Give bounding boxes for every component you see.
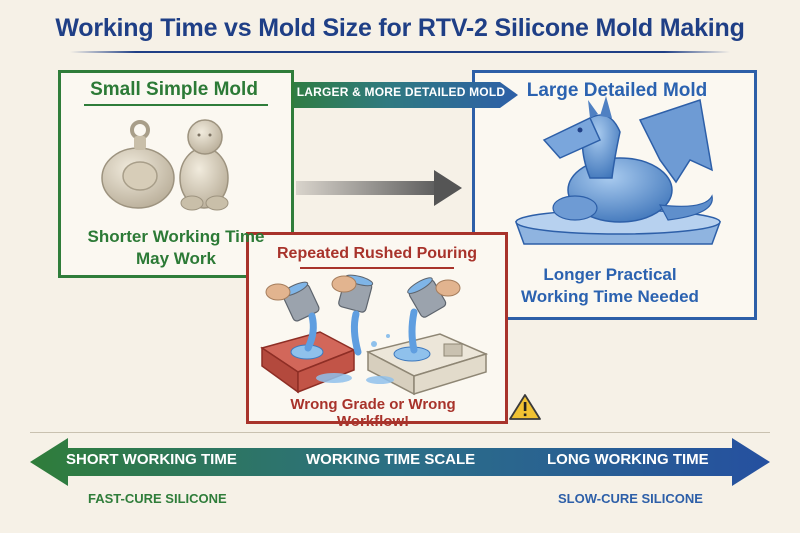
progression-label: LARGER & MORE DETAILED MOLD [296,85,506,99]
warning-triangle-icon [509,394,541,420]
gray-progression-arrow [296,170,462,206]
fast-cure-label: FAST-CURE SILICONE [88,491,227,506]
small-mold-title-underline [84,104,268,106]
scale-center-label: WORKING TIME SCALE [306,451,476,468]
rushed-pouring-panel [246,232,508,424]
large-mold-title: Large Detailed Mold [526,80,708,101]
scale-divider [30,432,770,433]
small-mold-caption: Shorter Working Time May Work [64,226,288,270]
clay-ring-illustration [101,120,175,209]
rushed-pouring-warning: Wrong Grade or Wrong Workflow! [290,396,456,430]
rushed-pouring-title: Repeated Rushed Pouring [276,245,478,262]
rushed-pouring-title-underline [300,267,454,269]
scale-left-label: SHORT WORKING TIME [66,451,237,468]
dragon-statue-illustration [514,96,722,245]
large-mold-caption-line2: Working Time Needed [521,287,699,306]
small-mold-caption-line2: May Work [136,249,216,268]
small-mold-caption-line1: Shorter Working Time [87,227,265,246]
scale-right-label: LONG WORKING TIME [547,451,709,468]
slow-cure-label: SLOW-CURE SILICONE [558,491,703,506]
baby-figurine-illustration [179,119,229,211]
pouring-illustration [260,274,489,396]
progression-banner-arrow [280,82,518,108]
large-mold-caption-line1: Longer Practical [543,265,677,284]
small-mold-title: Small Simple Mold [90,79,258,100]
title-underline [70,51,730,53]
large-mold-caption: Longer Practical Working Time Needed [490,264,730,308]
page-title: Working Time vs Mold Size for RTV-2 Sili… [55,14,745,42]
working-time-scale-arrow [30,438,770,486]
